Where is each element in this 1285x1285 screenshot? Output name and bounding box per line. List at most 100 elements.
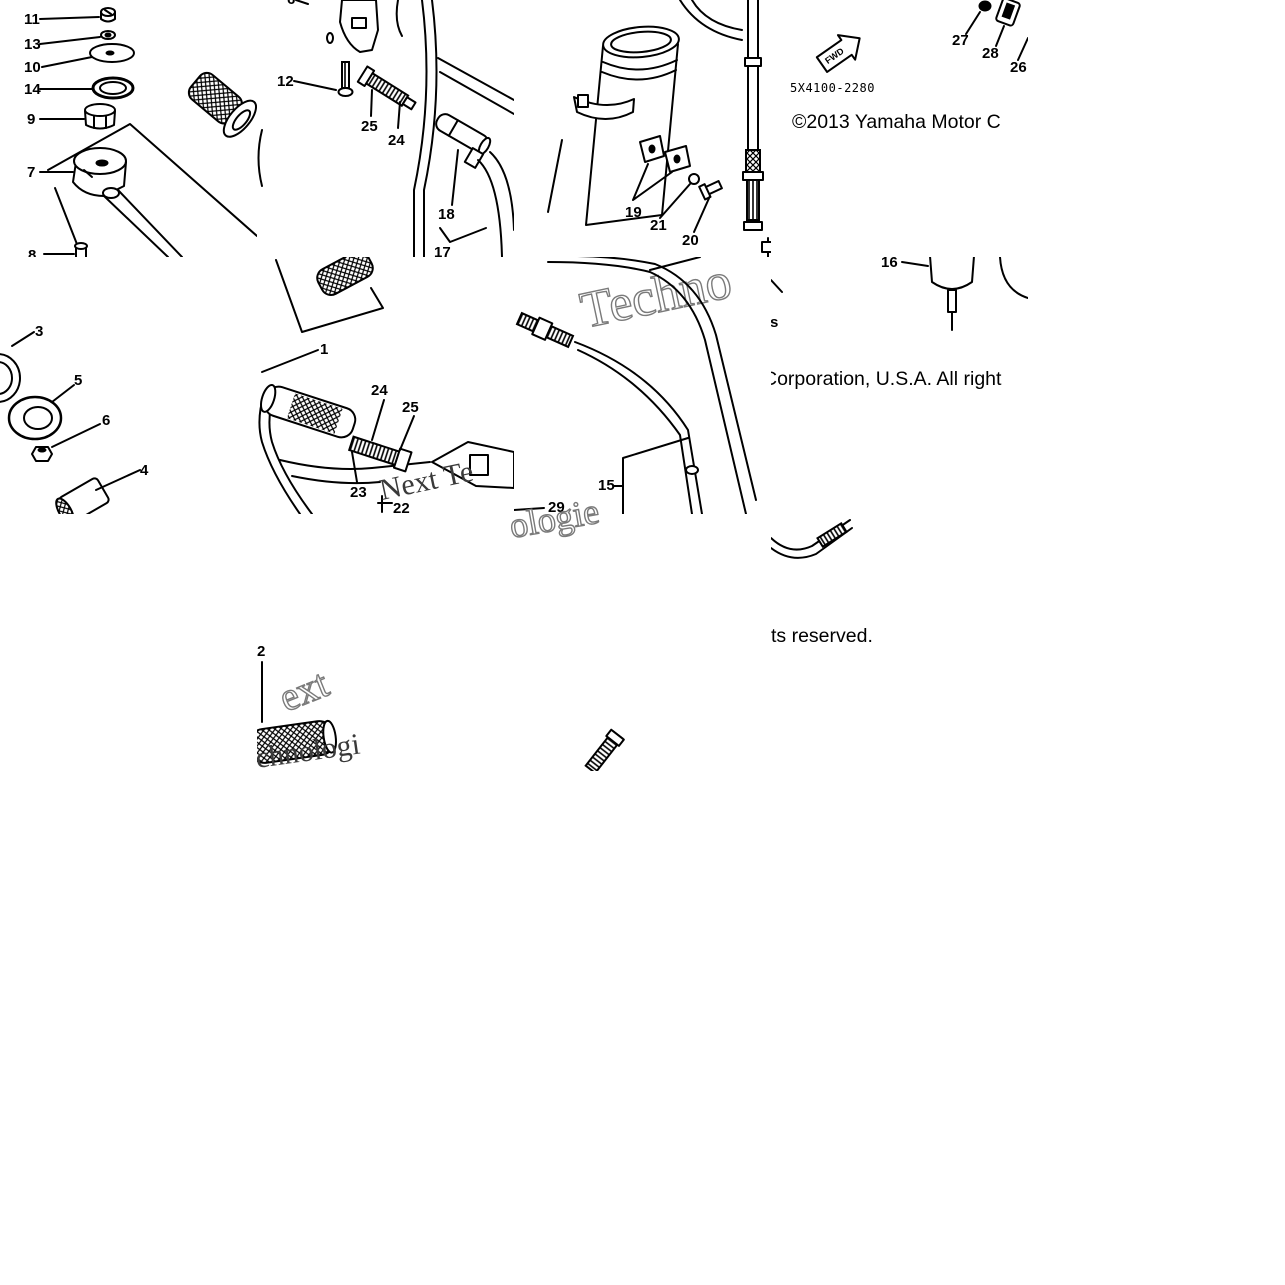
throttle-housing-part (72, 147, 127, 197)
throttle-grip-part (259, 383, 357, 439)
copyright-line-2: Corporation, U.S.A. All right (763, 368, 1002, 390)
callout-number: 22 (393, 500, 410, 517)
cable-line (258, 393, 301, 514)
grip-part (187, 71, 257, 138)
callout-number: 1 (320, 341, 328, 358)
bolt-part (698, 179, 723, 201)
tile-copyright-bottom: ts reserved. (771, 519, 873, 647)
diagram-code: 5X4100-2280 (790, 81, 875, 95)
callout-number: 20 (682, 232, 699, 249)
leader-line (39, 36, 101, 45)
tile-grip: 2 ext chnologi (257, 643, 362, 771)
leader-line (901, 261, 929, 267)
callout-number: 3 (35, 323, 43, 340)
cable-adjuster-part (356, 65, 417, 111)
copyright-line-3: ts reserved. (771, 625, 873, 647)
leader-line (397, 101, 401, 129)
callout-number: 8 (28, 247, 36, 264)
callout-number: 4 (140, 462, 149, 479)
nut-part (978, 0, 992, 12)
fwd-arrow-icon: FWD (815, 34, 861, 73)
nut-part (31, 446, 53, 462)
callout-number: 23 (350, 484, 367, 501)
callout-number: 13 (24, 36, 41, 53)
bolt-part (74, 242, 88, 257)
tile-copyright-middle: 16 s Corporation, U.S.A. All right (763, 257, 1028, 390)
callout-number: 9 (27, 111, 35, 128)
cable-line (477, 159, 503, 257)
leader-line (1017, 37, 1028, 61)
nut-part (84, 103, 116, 130)
leader-line (659, 183, 691, 219)
callout-number: 6 (102, 412, 110, 429)
handlebar-line (291, 475, 381, 485)
cable-line (413, 0, 428, 257)
assembly-box-line (47, 123, 257, 237)
callout-number: 11 (24, 11, 40, 28)
leader-line (995, 25, 1005, 47)
ring-part (91, 76, 135, 100)
screw-part (100, 7, 116, 23)
cable-adjuster-part (347, 435, 413, 473)
cable-line (547, 261, 747, 514)
leader-line (11, 331, 35, 347)
cable-adjuster-part (515, 311, 575, 349)
callout-number: 2 (257, 643, 265, 660)
tile-cables: Techno 15 29 (514, 257, 757, 514)
switch-part (929, 257, 975, 331)
callout-number: 5 (74, 372, 82, 389)
copyright-line-1: ©2013 Yamaha Motor C (792, 111, 1001, 133)
leader-line (371, 399, 385, 441)
handlebar-line (437, 57, 514, 101)
leader-line (377, 495, 393, 513)
plate-part (89, 43, 135, 63)
cable-line (489, 151, 514, 231)
grip-part (316, 257, 374, 296)
cable-line (771, 519, 851, 551)
callout-number: 24 (371, 382, 388, 399)
leader-line (514, 507, 545, 511)
tile-lever-cable: 6 12 25 24 18 17 (257, 0, 514, 257)
cable-end (102, 187, 120, 199)
leader-line (39, 16, 100, 20)
leader-line (632, 163, 673, 201)
cable-line (423, 0, 438, 257)
callout-number: 28 (982, 45, 999, 62)
handlebar-line (279, 459, 431, 470)
leader-line (293, 80, 337, 91)
cable-line (679, 0, 743, 41)
callout-number: 12 (277, 73, 294, 90)
lever-perch-part (326, 0, 379, 53)
watermark-text: ologie (506, 491, 602, 546)
cable-line (649, 257, 701, 271)
callout-number: 14 (24, 81, 41, 98)
cable-line (117, 189, 183, 257)
callout-number: 26 (1010, 59, 1027, 76)
leader-line (439, 227, 487, 243)
assembly-box-line (622, 437, 689, 514)
tile-copyright-top: FWD 5X4100-2280 ©2013 Yamaha Motor C 27 … (790, 0, 1028, 133)
tile-throttle-grip: 1 24 25 23 22 Next Te (258, 257, 514, 517)
holder-part (995, 0, 1021, 27)
ring-part (0, 353, 21, 403)
lever-bracket-part (431, 441, 514, 489)
cable-line (691, 0, 743, 31)
leader-line (693, 195, 711, 233)
clamp-part (573, 94, 635, 120)
callout-number: 15 (598, 477, 615, 494)
callout-number: 27 (952, 32, 969, 49)
fork-tube-part (585, 25, 680, 226)
cable-adjuster-part (584, 728, 625, 771)
leader-line (41, 56, 93, 68)
text-fragment: s (770, 314, 778, 331)
tile-throttle-housing: 11 13 10 14 9 (24, 7, 257, 264)
cable-ring-part (685, 465, 699, 475)
bolt-part (337, 61, 354, 97)
callout-number: 21 (650, 217, 667, 234)
nut-part (761, 237, 771, 257)
leader-line (261, 349, 319, 373)
leader-line (370, 89, 373, 117)
grip-part (257, 719, 337, 764)
callout-number: 7 (27, 164, 35, 181)
